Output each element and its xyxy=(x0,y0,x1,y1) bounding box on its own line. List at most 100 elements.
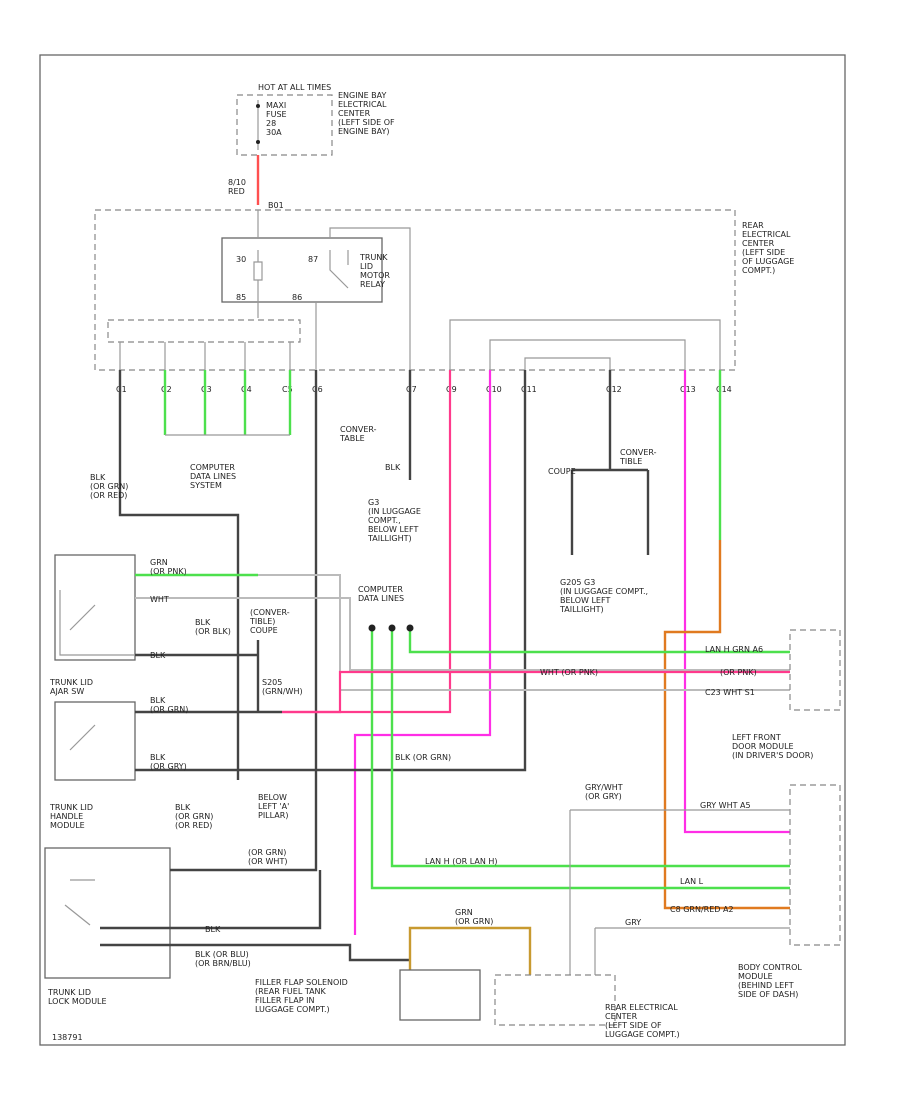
wire-orange-c14 xyxy=(663,540,790,910)
label-relay-85: 85 xyxy=(236,293,246,302)
label-conv-coupe: (CONVER-TIBLE)COUPE xyxy=(249,608,290,635)
wire-green-lan-l xyxy=(370,628,790,890)
svg-text:C7: C7 xyxy=(406,385,417,394)
label-converter-table-1: CONVER-TABLE xyxy=(339,425,377,443)
relay-switch xyxy=(329,250,349,289)
label-gry-wht: GRY/WHT(OR GRY) xyxy=(585,783,623,801)
svg-text:C3: C3 xyxy=(201,385,212,394)
wire-magenta-c10 xyxy=(353,370,492,935)
wire-black-lock-2 xyxy=(100,943,410,962)
trunk-lid-ajar-switch-box xyxy=(54,554,136,661)
diagram-border xyxy=(39,54,846,1046)
svg-text:C2: C2 xyxy=(161,385,172,394)
svg-text:C10: C10 xyxy=(486,385,502,394)
wire-pink-c9 xyxy=(282,370,452,714)
label-s205: S205(GRN/WH) xyxy=(262,678,303,696)
svg-text:C14: C14 xyxy=(716,385,732,394)
svg-text:C4: C4 xyxy=(241,385,252,394)
wire-magenta-c13 xyxy=(683,370,790,834)
label-lan-h: LAN H (OR LAN H) xyxy=(425,857,498,866)
label-gry-wht-ht: GRY WHT A5 xyxy=(700,801,751,810)
wire-black-lock xyxy=(100,870,322,930)
label-gry: GRY xyxy=(625,918,641,927)
label-blk-or-grn-2: BLK(OR GRY) xyxy=(150,753,187,771)
label-c23: C23 WHT S1 xyxy=(705,688,755,697)
label-blk-1: BLK xyxy=(385,463,401,472)
wire-green-lan-door xyxy=(408,628,790,654)
data-lines-stubs xyxy=(163,370,292,435)
relay-coil xyxy=(253,250,263,302)
label-lan-h-grn: LAN H GRN A6 xyxy=(705,645,763,654)
label-pnk: (OR PNK) xyxy=(720,668,757,677)
label-or-grn: (OR GRN)(OR WHT) xyxy=(248,848,287,866)
trunk-lid-handle-module-box xyxy=(54,701,136,781)
lock-switch-contact xyxy=(64,904,91,926)
label-relay-30: 30 xyxy=(236,255,246,264)
label-relay-86: 86 xyxy=(292,293,302,302)
wire-green-lan-h xyxy=(390,628,790,868)
trunk-lid-motor-relay xyxy=(221,237,383,303)
connector-pins: C1 C2 C3 C4 C5 C6 C7 C9 C10 C11 C12 C13 … xyxy=(116,385,732,394)
svg-text:C5: C5 xyxy=(282,385,293,394)
wire-black-c11 xyxy=(238,370,527,772)
wire-pink-door xyxy=(282,670,790,714)
label-blk-grn-red: BLK(OR GRN)(OR RED) xyxy=(90,473,128,500)
svg-text:C11: C11 xyxy=(521,385,537,394)
label-wht-pnk: WHT (OR PNK) xyxy=(540,668,598,677)
svg-text:C12: C12 xyxy=(606,385,622,394)
label-grn-tan: GRN(OR GRN) xyxy=(455,908,493,926)
label-blk-or-blk: BLK(OR BLK) xyxy=(195,618,231,636)
label-blk-short: BLK xyxy=(150,651,166,660)
left-front-door-module xyxy=(789,629,841,711)
label-lan-l: LAN L xyxy=(680,877,704,886)
engine-bay-fuse-box xyxy=(236,94,333,156)
data-bus-junction xyxy=(107,319,301,343)
label-c8-grn: C8 GRN/RED A2 xyxy=(670,905,734,914)
label-blk-or-blu: BLK (OR BLU)(OR BRN/BLU) xyxy=(195,950,251,968)
label-converter-table-2: CONVER-TIBLE xyxy=(619,448,657,466)
svg-text:C9: C9 xyxy=(446,385,457,394)
label-hot-at-all-times: HOT AT ALL TIMES xyxy=(258,83,331,92)
ajar-switch-contact xyxy=(69,604,96,631)
label-conn-b01: B01 xyxy=(268,201,284,210)
label-grn-or-pnk: GRN(OR PNK) xyxy=(150,558,187,576)
svg-text:C13: C13 xyxy=(680,385,696,394)
filler-flap-solenoid xyxy=(399,969,481,1021)
label-part-code: 138791 xyxy=(52,1033,83,1042)
wire-black-ground-main xyxy=(118,370,240,780)
label-blk-r: BLK xyxy=(205,925,221,934)
svg-text:C1: C1 xyxy=(116,385,127,394)
body-control-module xyxy=(789,784,841,946)
rear-electrical-center xyxy=(94,209,736,371)
label-relay-87: 87 xyxy=(308,255,318,264)
wire-tan-filler xyxy=(408,926,532,975)
label-blk-or-grn-3: BLK (OR GRN) xyxy=(395,753,451,762)
label-blk-or-grn-red-2: BLK(OR GRN)(OR RED) xyxy=(175,803,213,830)
label-blk-or-grn-1: BLK(OR GRN) xyxy=(150,696,188,714)
label-wht: WHT xyxy=(150,595,169,604)
wire-black-c6 xyxy=(190,370,318,872)
trunk-lid-lock-module-box xyxy=(44,847,171,979)
svg-text:C6: C6 xyxy=(312,385,323,394)
handle-switch-contact xyxy=(69,724,96,751)
wire-white-ajar xyxy=(135,597,790,671)
label-coupe: COUPE xyxy=(548,467,576,476)
rear-electrical-center-2 xyxy=(494,974,616,1026)
